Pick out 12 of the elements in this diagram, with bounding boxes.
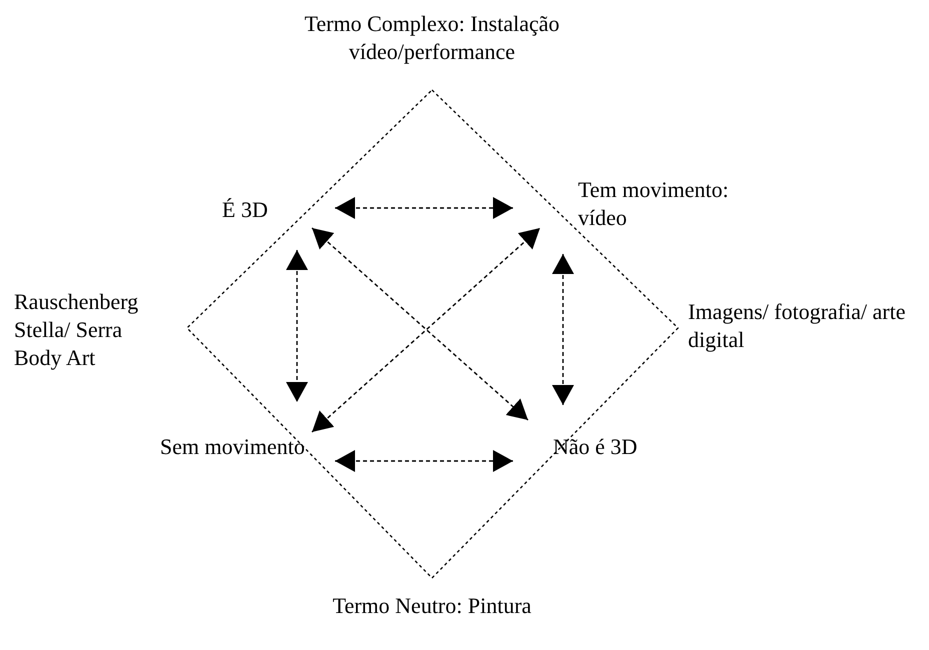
examples-label: Rauschenberg Stella/ Serra Body Art [14, 288, 140, 372]
double-arrow [552, 254, 574, 405]
term-label: Tem movimento: vídeo [578, 176, 743, 232]
term-label: Sem movimento [160, 433, 310, 461]
double-arrow [335, 450, 513, 472]
term-label: É 3D [222, 196, 282, 224]
pole-label: Termo Neutro: Pintura [332, 592, 532, 620]
term-label: Não é 3D [553, 433, 663, 461]
examples-label: Imagens/ fotografia/ arte digital [688, 298, 906, 354]
double-arrow [335, 197, 513, 219]
pole-label: Termo Complexo: Instalação vídeo/performance [303, 10, 561, 66]
double-arrow [286, 250, 308, 402]
